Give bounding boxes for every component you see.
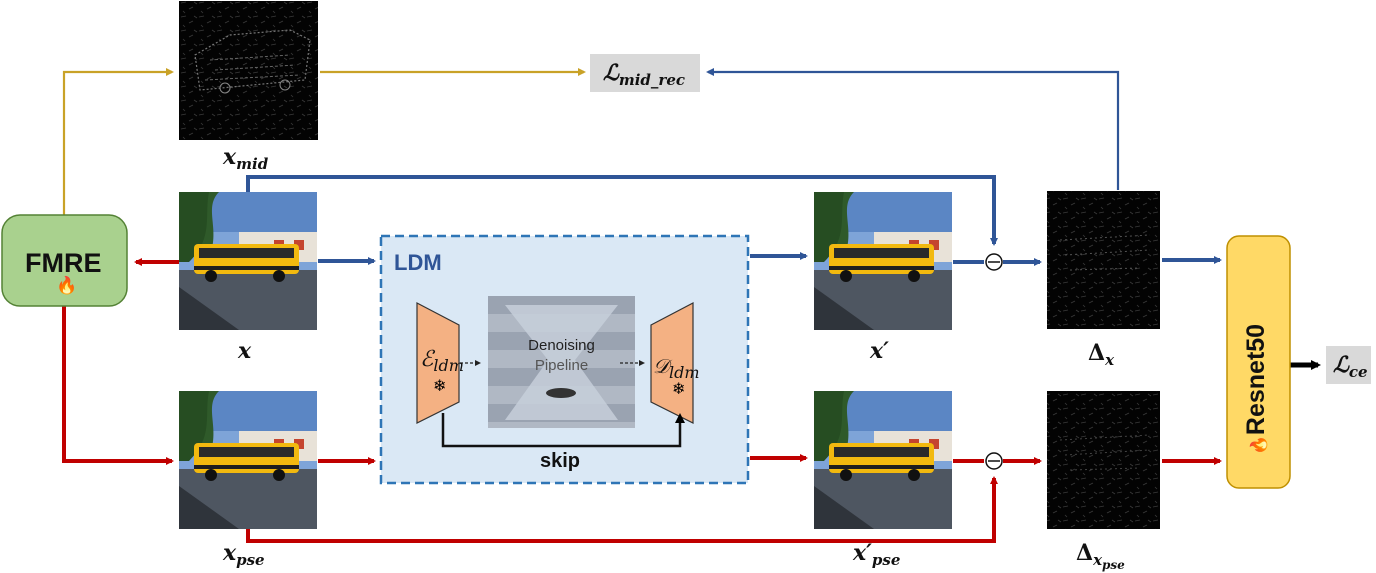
loss-mid-rec-label: ℒmid_rec xyxy=(603,60,685,89)
x-prime-label: x′ xyxy=(870,338,889,364)
encoder-subscript: ldm xyxy=(433,356,464,375)
x-mid-image xyxy=(179,1,318,140)
encoder-symbol: ℰ xyxy=(420,347,434,372)
var-subscript: pse xyxy=(871,551,901,569)
x-pse-label: xpse xyxy=(223,540,265,569)
loss-ce-label: ℒce xyxy=(1333,352,1368,381)
x-prime-pse-label: x′pse xyxy=(853,540,900,569)
fire-icon: 🔥 xyxy=(1251,435,1268,455)
fire-icon: 🔥 xyxy=(56,276,78,295)
delta-x-label: Δx xyxy=(1088,340,1114,369)
denoising-line-2: Pipeline xyxy=(534,357,589,374)
encoder-label: ℰldm xyxy=(420,347,464,375)
minus-node-bottom xyxy=(985,452,1003,470)
blue-connectors xyxy=(246,175,1222,266)
delta-subsubscript: pse xyxy=(1102,558,1125,572)
decoder-label: 𝒟ldm xyxy=(653,354,700,382)
x-prime-image xyxy=(814,192,952,330)
delta-x-pse-label: Δxpse xyxy=(1076,540,1125,572)
fmre-box xyxy=(1,214,128,307)
x-label: x xyxy=(238,338,252,364)
ldm-label: LDM xyxy=(394,250,442,275)
denoising-pipeline xyxy=(488,296,635,428)
delta-symbol: Δ xyxy=(1088,340,1106,366)
decoder-subscript: ldm xyxy=(668,363,700,382)
x-pse-image xyxy=(179,391,317,529)
loss-subscript: mid_rec xyxy=(618,71,685,89)
var-subscript: mid xyxy=(236,155,269,173)
delta-symbol: Δ xyxy=(1076,540,1094,566)
delta-subscript: x xyxy=(1105,351,1115,369)
loss-symbol: ℒ xyxy=(603,60,619,86)
encoder-block xyxy=(416,302,460,424)
delta-x-image xyxy=(1047,191,1160,329)
x-image xyxy=(179,192,317,330)
loss-subscript: ce xyxy=(1348,363,1368,381)
blue-feedback-connector xyxy=(706,68,1120,190)
decoder-block xyxy=(650,302,694,424)
denoising-pipeline-label: Denoising Pipeline xyxy=(488,336,635,376)
skip-connector xyxy=(441,413,685,448)
loss-symbol: ℒ xyxy=(1333,352,1349,378)
resnet-label: 🔥Resnet50 xyxy=(1242,324,1271,455)
red-connectors xyxy=(62,258,1222,543)
fmre-label: FMRE xyxy=(25,248,102,278)
x-mid-label: xmid xyxy=(223,144,268,173)
var-symbol: x xyxy=(223,540,237,566)
delta-subscript: x xyxy=(1093,551,1103,569)
var-subscript: pse xyxy=(236,551,265,569)
decoder-symbol: 𝒟 xyxy=(653,354,669,378)
minus-node-top xyxy=(985,253,1003,271)
denoising-line-1: Denoising xyxy=(528,337,595,354)
skip-label: skip xyxy=(540,450,581,472)
gold-connector xyxy=(62,68,586,215)
snowflake-icon: ❄ xyxy=(433,378,447,395)
delta-x-pse-image xyxy=(1047,391,1160,529)
loss-ce-box xyxy=(1326,346,1371,384)
loss-mid-rec-box xyxy=(590,54,700,92)
snowflake-icon: ❄ xyxy=(672,381,686,398)
resnet-text: Resnet50 xyxy=(1242,323,1270,436)
x-prime-pse-image xyxy=(814,391,952,529)
resnet-box xyxy=(1226,235,1291,489)
var-symbol: x′ xyxy=(853,540,872,566)
var-symbol: x xyxy=(223,144,237,170)
